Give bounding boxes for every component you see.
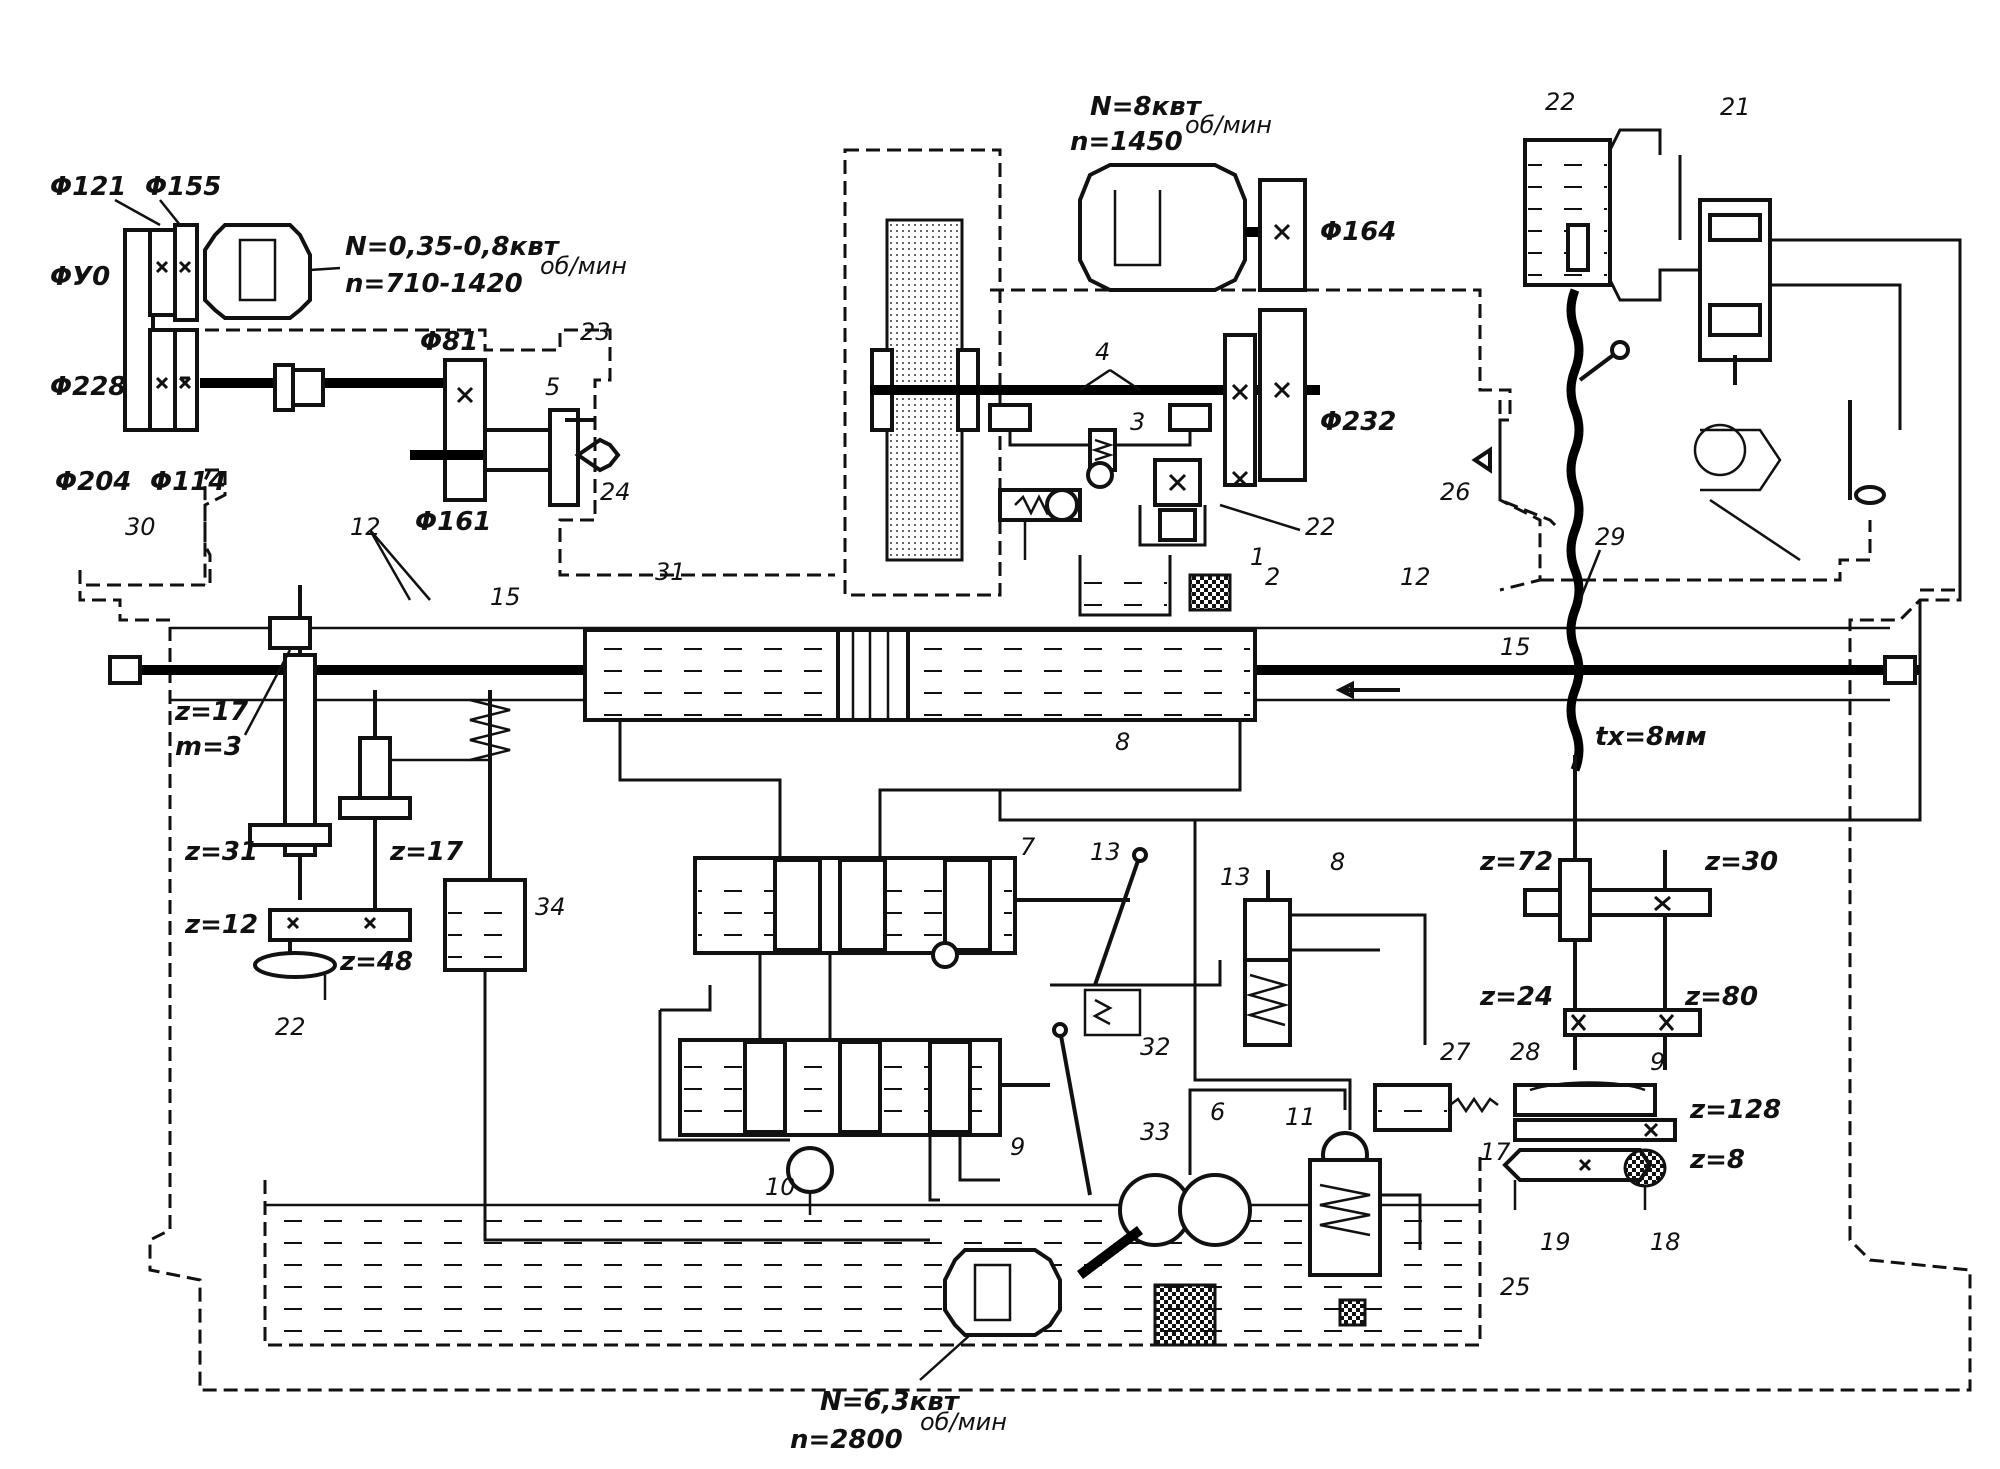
part-number-9a: 9 bbox=[1010, 1133, 1025, 1161]
headstock-26 bbox=[1471, 400, 1886, 562]
part-number-8b: 8 bbox=[1330, 848, 1345, 876]
part-number-22a: 22 bbox=[1545, 88, 1576, 116]
label-z8: z=8 bbox=[1689, 1145, 1745, 1175]
label-tx: tx=8мм bbox=[1595, 722, 1707, 752]
label-z31: z=31 bbox=[184, 837, 258, 867]
part-number-22c: 22 bbox=[275, 1013, 306, 1041]
label-z80: z=80 bbox=[1684, 982, 1758, 1012]
part-number-17: 17 bbox=[1480, 1138, 1511, 1166]
part-number-29: 29 bbox=[1595, 523, 1626, 551]
label-d155: Φ155 bbox=[145, 172, 221, 202]
left-feed-gear-train bbox=[248, 585, 492, 1000]
label-motor3-unit: об/мин bbox=[920, 1408, 1007, 1436]
label-d164: Φ164 bbox=[1320, 217, 1396, 247]
part-number-4: 4 bbox=[1095, 338, 1110, 366]
part-number-25: 25 bbox=[1500, 1273, 1531, 1301]
valve-9 bbox=[658, 1010, 1050, 1215]
valve-11 bbox=[1308, 1131, 1422, 1327]
part-number-9b: 9 bbox=[1650, 1048, 1665, 1076]
spindle-lubrication-valves bbox=[988, 403, 1232, 617]
part-number-26: 26 bbox=[1440, 478, 1471, 506]
part-number-5: 5 bbox=[545, 373, 560, 401]
label-z72: z=72 bbox=[1479, 847, 1553, 877]
part-number-12b: 12 bbox=[1400, 563, 1431, 591]
label-d81: Φ81 bbox=[420, 327, 478, 357]
label-motor2-speed: n=1450 bbox=[1070, 127, 1183, 157]
part-number-21: 21 bbox=[1720, 93, 1751, 121]
hydraulic-pipes bbox=[660, 600, 1922, 1130]
label-motor2-unit: об/мин bbox=[1185, 111, 1272, 139]
part-number-2: 2 bbox=[1265, 563, 1280, 591]
label-d114: Φ114 bbox=[150, 467, 226, 497]
cylinder-34 bbox=[443, 690, 930, 1242]
part-number-18: 18 bbox=[1650, 1228, 1681, 1256]
label-motor1-unit: об/мин bbox=[540, 252, 627, 280]
coupling-left bbox=[273, 358, 621, 507]
label-m3: m=3 bbox=[175, 732, 242, 762]
part-number-7: 7 bbox=[1020, 833, 1036, 861]
pump-6 bbox=[1077, 1088, 1347, 1347]
valve-8-right bbox=[1243, 870, 1427, 1047]
label-d204: Φ204 bbox=[55, 467, 131, 497]
part-number-24: 24 bbox=[600, 478, 631, 506]
valve-27 bbox=[1373, 1083, 1499, 1132]
part-number-33: 33 bbox=[1140, 1118, 1171, 1146]
part-number-19: 19 bbox=[1540, 1228, 1571, 1256]
lead-screw bbox=[1566, 288, 1630, 810]
part-number-27: 27 bbox=[1440, 1038, 1471, 1066]
part-number-13b: 13 bbox=[1220, 863, 1251, 891]
part-number-23: 23 bbox=[580, 318, 611, 346]
label-d228: Φ228 bbox=[50, 372, 126, 402]
motor-1 bbox=[203, 223, 341, 320]
part-number-3: 3 bbox=[1130, 408, 1145, 436]
levers-13-32-33 bbox=[1052, 847, 1148, 1196]
label-z24: z=24 bbox=[1479, 982, 1553, 1012]
part-number-6: 6 bbox=[1210, 1098, 1225, 1126]
label-z17: z=17 bbox=[174, 697, 249, 727]
dimension-labels: Φ121 Φ155 ΦУ0 Φ228 Φ204 Φ114 Φ81 Φ161 Φ1… bbox=[50, 92, 1781, 1455]
right-reservoir-22 bbox=[1523, 128, 1700, 302]
label-d161: Φ161 bbox=[415, 507, 491, 537]
leader-lines bbox=[114, 198, 1602, 1381]
part-number-15b: 15 bbox=[1500, 633, 1531, 661]
label-motor3-power: N=6,3квт bbox=[820, 1387, 961, 1417]
label-z12: z=12 bbox=[184, 910, 258, 940]
part-numbers: 1 2 3 4 5 6 7 8 8 9 9 10 11 12 12 13 13 … bbox=[125, 88, 1751, 1301]
label-d90: ΦУ0 bbox=[50, 262, 110, 292]
part-number-28: 28 bbox=[1510, 1038, 1541, 1066]
label-motor2-power: N=8квт bbox=[1090, 92, 1203, 122]
dashed-housings bbox=[203, 148, 1872, 597]
table-cylinder bbox=[583, 628, 1400, 722]
part-number-10: 10 bbox=[765, 1173, 796, 1201]
right-pump-21 bbox=[1678, 155, 1962, 600]
oil-reservoir bbox=[263, 1150, 1482, 1347]
part-number-1: 1 bbox=[1250, 543, 1265, 571]
label-z30: z=30 bbox=[1704, 847, 1778, 877]
part-number-30: 30 bbox=[125, 513, 156, 541]
label-d121: Φ121 bbox=[50, 172, 126, 202]
label-d232: Φ232 bbox=[1320, 407, 1396, 437]
label-z48: z=48 bbox=[339, 947, 413, 977]
part-number-13a: 13 bbox=[1090, 838, 1121, 866]
right-gear-train bbox=[1502, 810, 1712, 1210]
part-number-34: 34 bbox=[535, 893, 566, 921]
label-z17b: z=17 bbox=[389, 837, 464, 867]
label-motor3-speed: n=2800 bbox=[790, 1425, 903, 1455]
valve-7 bbox=[618, 720, 1242, 1060]
part-number-31: 31 bbox=[655, 558, 686, 586]
part-number-11: 11 bbox=[1285, 1103, 1316, 1131]
label-motor1-speed: n=710-1420 bbox=[345, 269, 523, 299]
part-number-8a: 8 bbox=[1115, 728, 1130, 756]
motor-2 bbox=[1078, 163, 1307, 488]
motor-3 bbox=[943, 1248, 1062, 1337]
part-number-15a: 15 bbox=[490, 583, 521, 611]
part-number-22b: 22 bbox=[1305, 513, 1336, 541]
label-motor1-power: N=0,35-0,8квт bbox=[345, 232, 561, 262]
left-pulley-block bbox=[123, 223, 480, 432]
label-z128: z=128 bbox=[1689, 1095, 1781, 1125]
part-number-32: 32 bbox=[1140, 1033, 1171, 1061]
